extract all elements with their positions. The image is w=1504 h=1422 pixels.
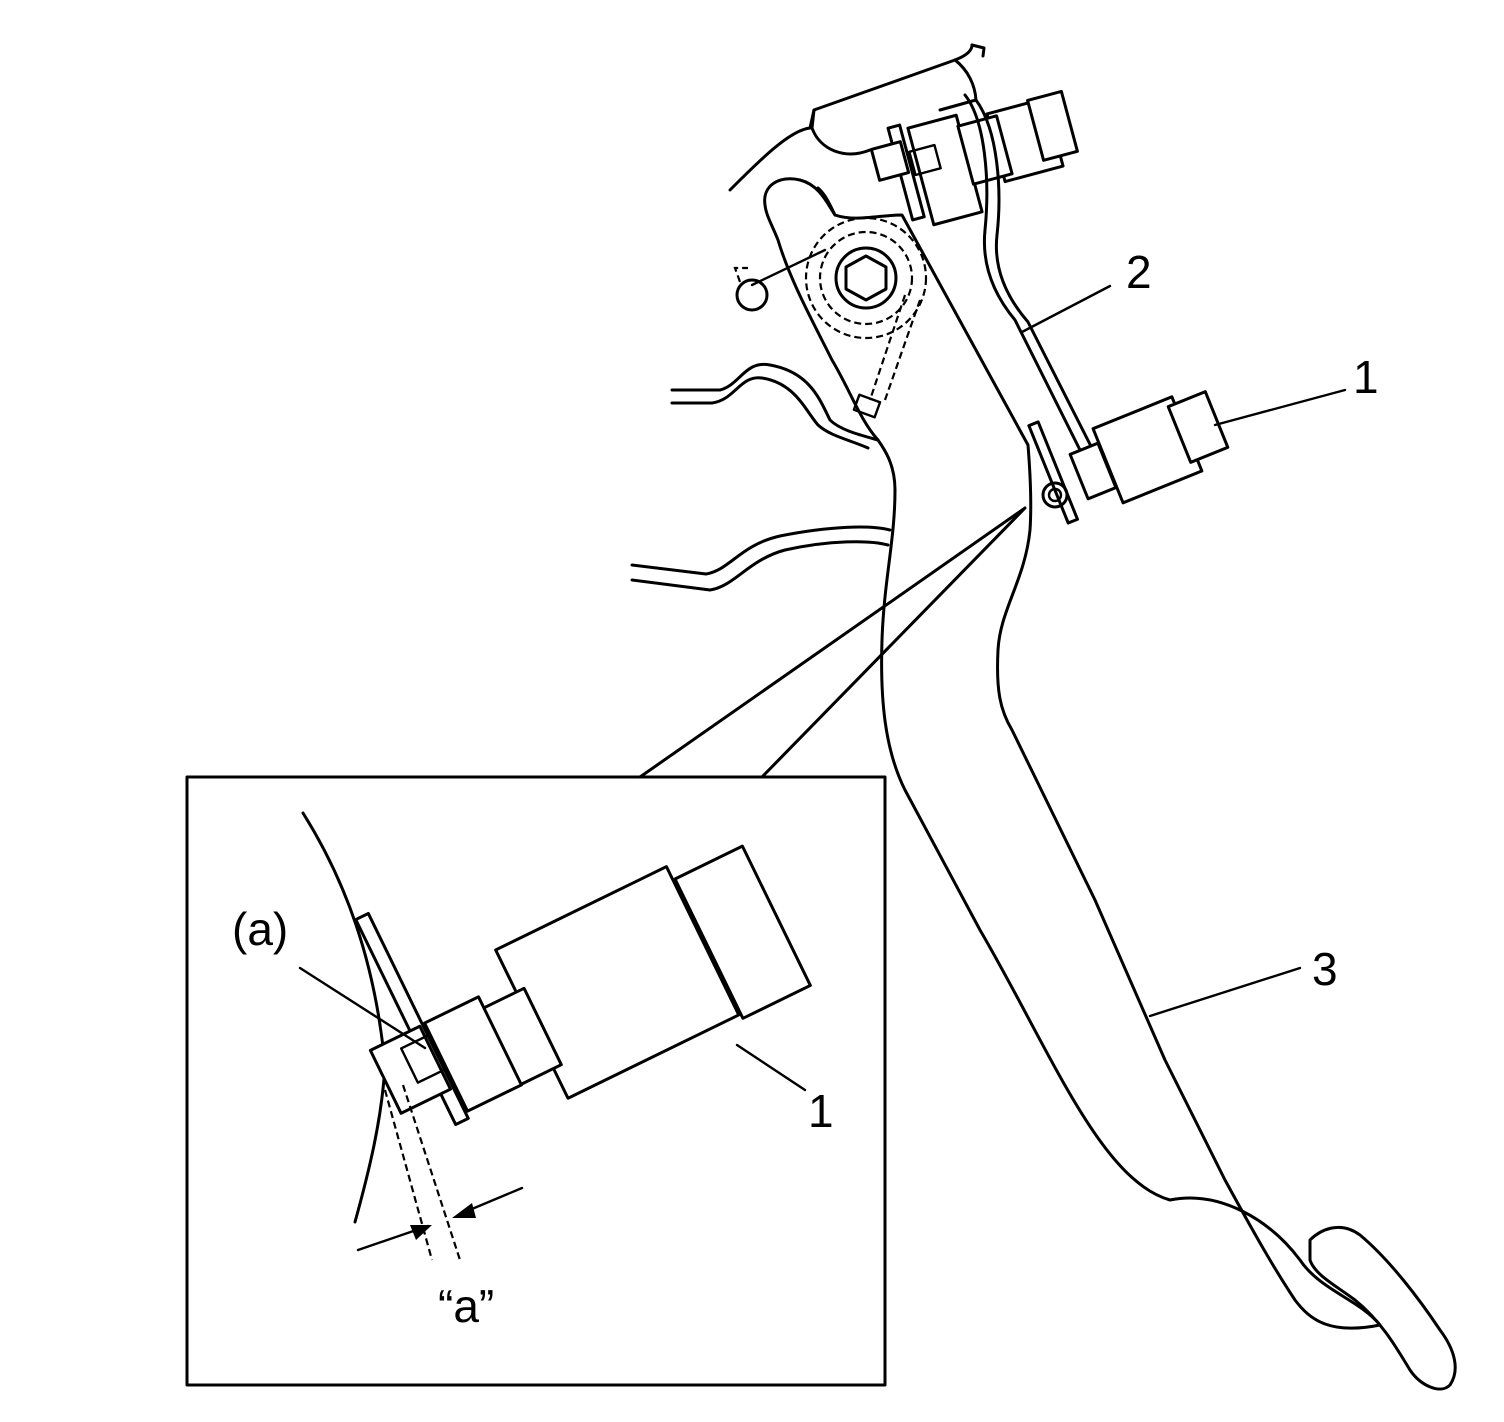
inset-label-1: 1 [808,1085,834,1137]
label-1: 1 [1353,351,1379,403]
pedal-bracket [728,43,986,192]
gap-arrows [356,1186,524,1252]
leader-lines [1020,284,1347,1018]
inset-label-a-paren: (a) [232,903,288,955]
wire-harness [630,362,892,592]
inset-detail [298,811,812,1261]
upper-switch [869,89,1079,227]
inset-label-a-quoted: “a” [438,1280,494,1332]
callout-lines [638,506,1027,779]
spring-pin [733,248,827,312]
stop-lamp-switch [1027,390,1230,525]
label-2: 2 [1126,246,1152,298]
brake-pedal-arm [763,177,1457,1391]
label-3: 3 [1312,943,1338,995]
detail-inset-frame [185,775,887,1387]
pedal-return-spring [963,93,1104,472]
pivot-bolt [804,216,928,419]
